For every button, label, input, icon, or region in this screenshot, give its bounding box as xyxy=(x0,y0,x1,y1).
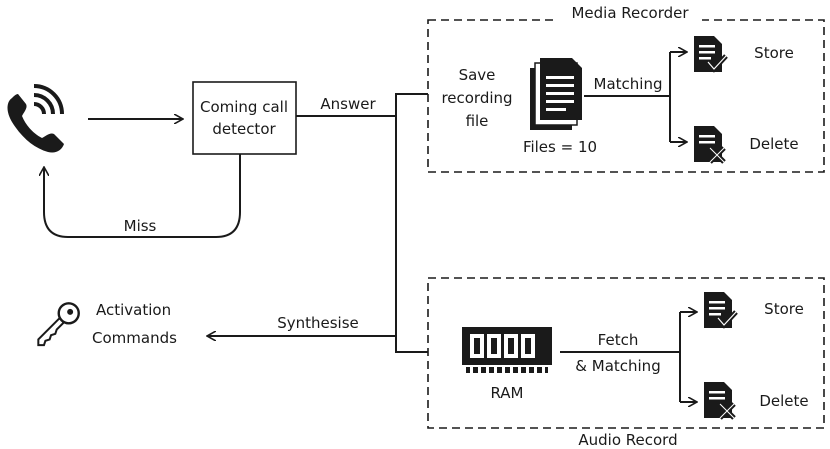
fetch-label-line2: & Matching xyxy=(575,357,660,375)
files-count-label: Files = 10 xyxy=(523,138,597,156)
activation-label-line1: Activation xyxy=(96,301,171,319)
matching-label: Matching xyxy=(594,75,663,93)
document-stack-icon xyxy=(530,58,582,130)
activation-label-line2: Commands xyxy=(92,329,177,347)
fetch-label-line1: Fetch xyxy=(598,331,639,349)
phone-ringing-icon xyxy=(7,84,64,153)
media-recorder-title: Media Recorder xyxy=(571,4,689,22)
ram-chip-icon xyxy=(462,327,552,373)
detector-label-line1: Coming call xyxy=(200,98,288,116)
detector-label-line2: detector xyxy=(212,120,276,138)
media-title-bg xyxy=(558,2,702,24)
save-label-line2: recording xyxy=(441,89,512,107)
audio-store-label: Store xyxy=(764,300,804,318)
save-label-line3: file xyxy=(466,112,489,130)
document-x-icon xyxy=(694,126,726,164)
media-delete-label: Delete xyxy=(749,135,798,153)
miss-loop-arrow xyxy=(44,154,241,238)
coming-call-detector-box xyxy=(192,81,297,155)
audio-connector xyxy=(395,116,428,353)
synthesise-label: Synthesise xyxy=(277,314,359,332)
save-label-line1: Save xyxy=(459,66,496,84)
document-x-icon xyxy=(704,382,736,420)
audio-record-title: Audio Record xyxy=(578,431,677,449)
document-check-icon xyxy=(704,292,738,329)
answer-label: Answer xyxy=(320,95,376,113)
miss-label: Miss xyxy=(124,217,157,235)
answer-connector xyxy=(296,93,428,117)
ram-label: RAM xyxy=(490,384,523,402)
document-check-icon xyxy=(694,36,728,73)
audio-delete-label: Delete xyxy=(759,392,808,410)
key-icon xyxy=(37,302,80,347)
media-store-label: Store xyxy=(754,44,794,62)
